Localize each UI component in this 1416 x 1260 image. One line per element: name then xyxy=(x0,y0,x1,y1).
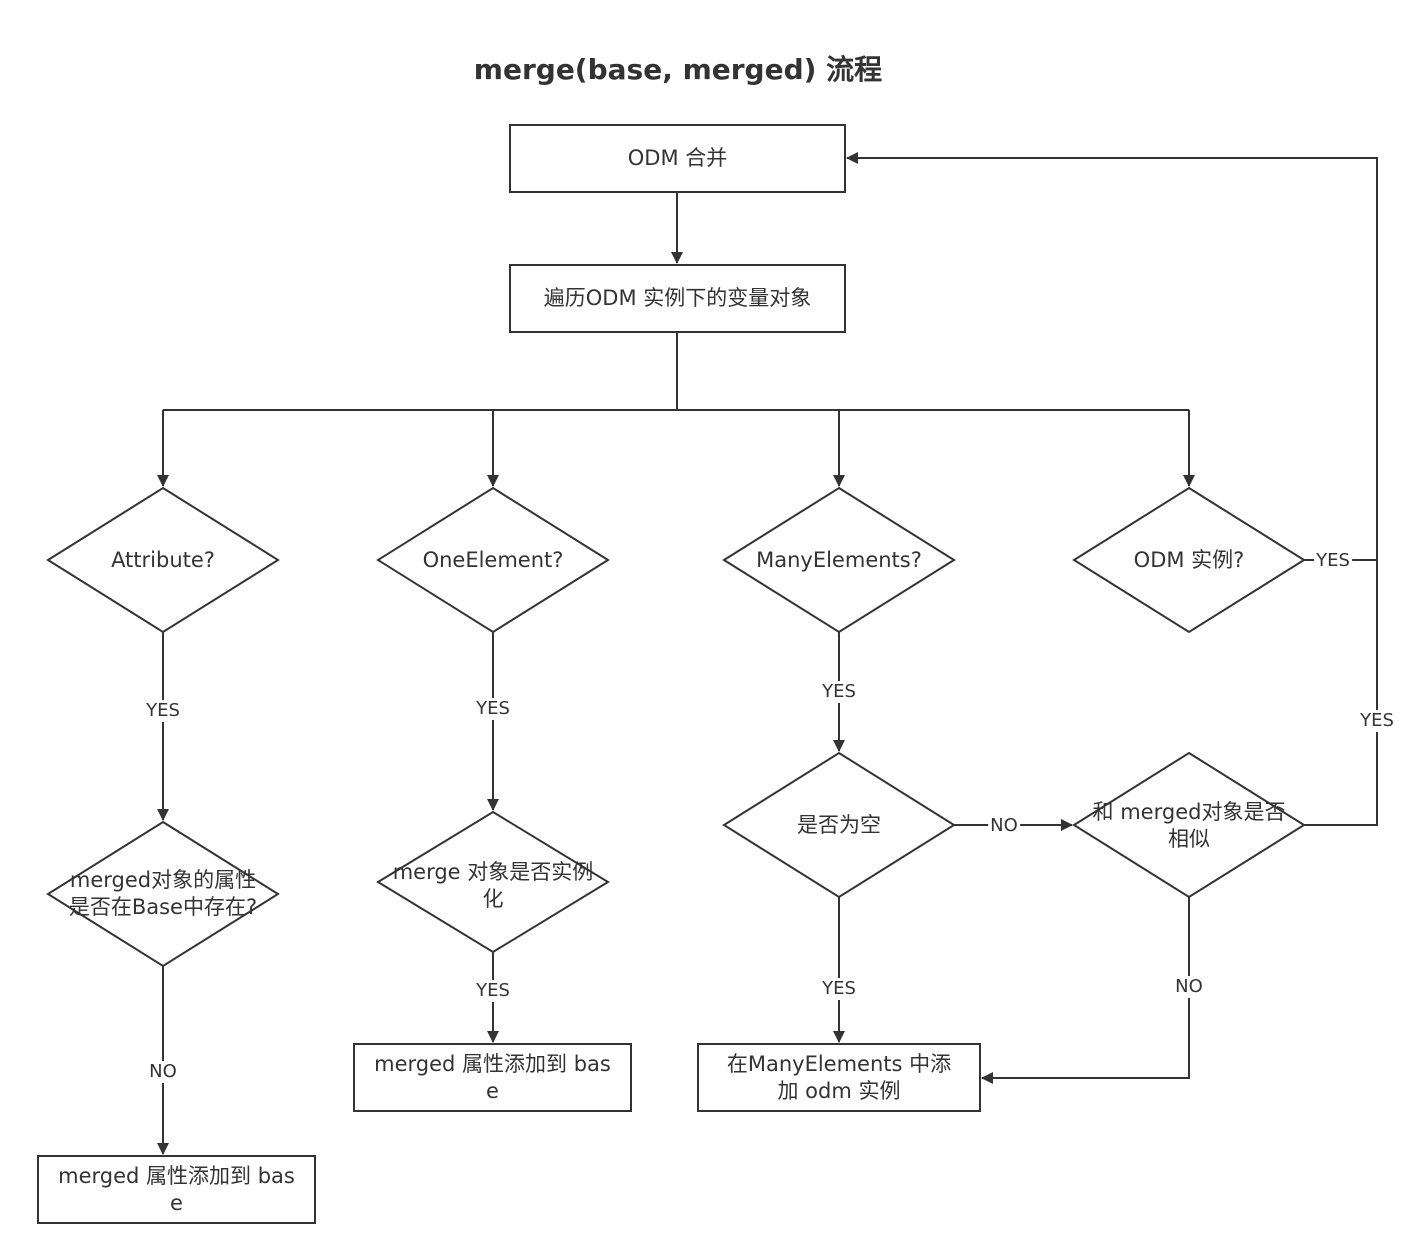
diagram-title: merge(base, merged) 流程 xyxy=(473,53,883,86)
one-add-box xyxy=(353,1043,632,1112)
one-yes-label: YES xyxy=(474,698,512,720)
attribute-yes-label: YES xyxy=(144,700,182,722)
empty-no-label: NO xyxy=(988,815,1020,837)
edge-similar-no xyxy=(981,897,1190,1084)
odm-instance-yes-label: YES xyxy=(1314,550,1352,572)
iterate-box xyxy=(509,264,846,333)
edge-similar-yes xyxy=(846,152,1378,826)
one-element-label: OneElement? xyxy=(422,547,564,572)
many-yes-label: YES xyxy=(820,681,858,703)
attr-exists-no-label: NO xyxy=(147,1061,179,1083)
is-empty-label: 是否为空 xyxy=(797,812,881,837)
one-instantiated-yes-label: YES xyxy=(474,980,512,1002)
many-add-label: 在ManyElements 中添加 odm 实例 xyxy=(726,1051,952,1103)
odm-instance-decision xyxy=(1072,486,1306,634)
similar-no-label: NO xyxy=(1173,976,1205,998)
one-add-label: merged 属性添加到 base xyxy=(374,1051,611,1103)
odm-instance-label: ODM 实例? xyxy=(1133,547,1245,572)
empty-yes-label: YES xyxy=(820,978,858,1000)
attr-exists-label: merged对象的属性是否在Base中存在? xyxy=(68,868,258,919)
attr-add-box xyxy=(37,1155,316,1224)
attribute-label: Attribute? xyxy=(111,547,215,572)
many-add-box xyxy=(697,1043,981,1112)
odm-merge-box xyxy=(509,124,846,193)
one-instantiated-label: merge 对象是否实例化 xyxy=(392,860,594,911)
iterate-label: 遍历ODM 实例下的变量对象 xyxy=(543,286,812,310)
similar-label: 和 merged对象是否相似 xyxy=(1092,800,1286,851)
odm-merge-label: ODM 合并 xyxy=(627,146,728,170)
many-elements-label: ManyElements? xyxy=(756,547,922,572)
similar-yes-label: YES xyxy=(1358,710,1396,732)
attr-add-label: merged 属性添加到 base xyxy=(58,1163,295,1215)
